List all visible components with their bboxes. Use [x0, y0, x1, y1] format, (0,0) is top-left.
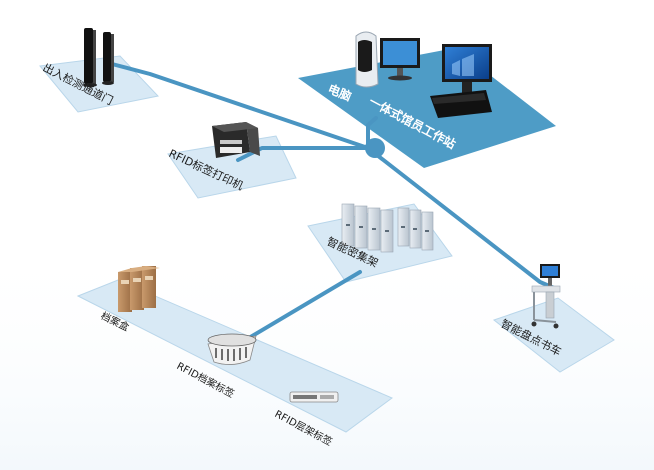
cart-platform [492, 297, 615, 373]
archive-box-device [118, 266, 160, 312]
computer-device [355, 31, 420, 88]
archive-tag-roll [207, 333, 257, 365]
cart-device [531, 264, 561, 329]
workstation-link [366, 116, 378, 150]
network-hub [365, 138, 385, 158]
printer-device [212, 122, 260, 158]
gate-device [83, 28, 114, 87]
printer-link [236, 146, 370, 162]
shelf-device [341, 203, 434, 253]
gate-platform [39, 55, 159, 113]
shelf-tag-device [289, 391, 339, 403]
workstation-device [430, 44, 492, 118]
archive-link [230, 270, 362, 350]
